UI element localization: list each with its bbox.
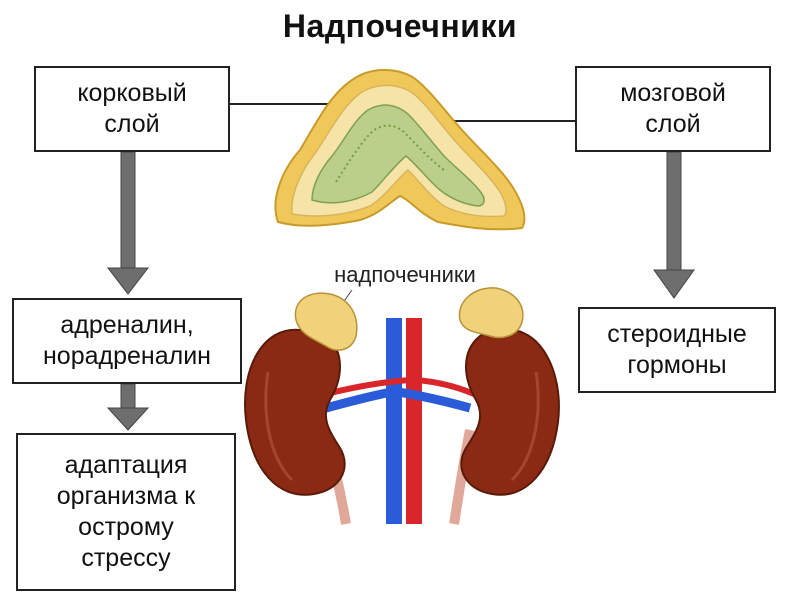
adaptation-label: адаптация организма к острому стрессу	[56, 451, 196, 572]
adrenal-medulla-shape	[311, 104, 485, 207]
renal-vein-right	[397, 387, 472, 413]
vena-cava	[386, 318, 402, 524]
steroid-box: стероидные гормоны	[578, 307, 776, 393]
adrenaline-box: адреналин, норадреналин	[12, 298, 242, 384]
kidney-right	[460, 328, 560, 496]
arrow-adrenaline-down	[106, 383, 150, 431]
medulla-label: мозговой слой	[620, 79, 726, 138]
kidney-left	[244, 328, 346, 496]
renal-vein-left	[324, 387, 393, 413]
illustration-label: надпочечники	[334, 262, 476, 287]
adrenaline-label: адреналин, норадреналин	[43, 311, 211, 370]
arrow-medulla-down	[653, 151, 695, 299]
adaptation-box: адаптация организма к острому стрессу	[16, 433, 236, 591]
medulla-box: мозговой слой	[575, 66, 771, 152]
arrow-cortex-down	[106, 151, 150, 295]
page-title: Надпочечники	[282, 8, 518, 44]
cortex-box: корковый слой	[34, 66, 230, 152]
aorta	[406, 318, 422, 524]
cortex-label: корковый слой	[77, 79, 187, 138]
ureter-right	[449, 429, 475, 525]
adrenal-gland-right	[458, 287, 524, 339]
renal-artery-right	[415, 377, 476, 397]
steroid-label: стероидные гормоны	[607, 320, 747, 379]
adrenal-gland-left	[294, 292, 358, 351]
